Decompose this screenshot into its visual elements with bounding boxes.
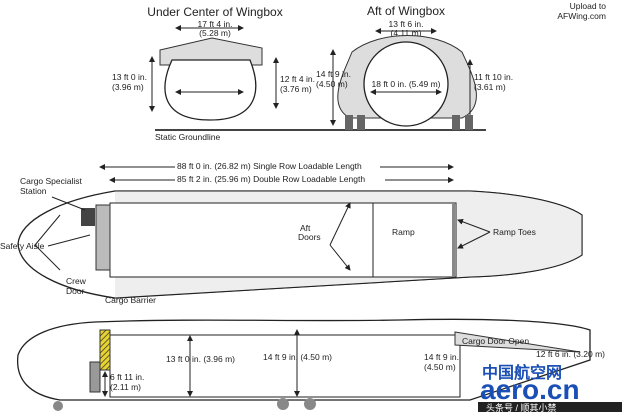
label-cargo-specialist: Station	[20, 186, 47, 196]
dim-text: (5.28 m)	[199, 28, 231, 38]
label-crew-door: Door	[66, 286, 85, 296]
section-title: Aft of Wingbox	[367, 4, 445, 18]
watermark-logo: aero.cn	[480, 374, 580, 405]
label-ramp: Ramp	[392, 227, 415, 237]
dim-text: 13 ft 0 in.	[112, 72, 147, 82]
label-safety-aisle: Safety Aisle	[0, 241, 45, 251]
watermark-cn: 中国航空网	[482, 363, 562, 382]
dim-text: (4.50 m)	[424, 362, 456, 372]
dim-text: 17 ft 4 in.	[198, 19, 233, 29]
upload-note-line1: Upload to	[570, 1, 607, 11]
section-title: Under Center of Wingbox	[147, 5, 282, 19]
label-cargo-door-open: Cargo Door Open	[462, 336, 529, 346]
upload-note-line2: AFWing.com	[557, 11, 606, 21]
dim-text: (3.96 m)	[112, 82, 144, 92]
dim-text: 14 ft 9 in. (4.50 m)	[263, 352, 332, 362]
dim-text: 13 ft 6 in.	[389, 19, 424, 29]
double-row-length: 85 ft 2 in. (25.96 m) Double Row Loadabl…	[177, 174, 365, 184]
watermark-sub: 头条号 / 顺其小禁	[486, 402, 557, 412]
label-cargo-barrier: Cargo Barrier	[105, 295, 156, 305]
groundline-label: Static Groundline	[155, 132, 220, 142]
dim-text: 13 ft 0 in. (3.96 m)	[166, 354, 235, 364]
section-under-wingbox: Under Center of Wingbox 17 ft 4 in. (5.2…	[112, 5, 486, 142]
label-aft-doors: Doors	[298, 232, 321, 242]
dim-text: 12 ft 6 in. (3.20 m)	[536, 349, 605, 359]
section-aft-wingbox: Aft of Wingbox 13 ft 6 in. (4.11 m) 18 f…	[316, 4, 513, 130]
label-cargo-specialist: Cargo Specialist	[20, 176, 83, 186]
label-crew-door: Crew	[66, 276, 87, 286]
dim-text: (3.61 m)	[474, 82, 506, 92]
dim-text: 6 ft 11 in.	[110, 372, 144, 382]
dim-text: 12 ft 4 in.	[280, 74, 315, 84]
plan-view: 88 ft 0 in. (26.82 m) Single Row Loadabl…	[0, 160, 583, 305]
dim-text: 18 ft 0 in. (5.49 m)	[372, 79, 441, 89]
dim-text: 11 ft 10 in.	[474, 72, 513, 82]
label-ramp-toes: Ramp Toes	[493, 227, 536, 237]
single-row-length: 88 ft 0 in. (26.82 m) Single Row Loadabl…	[177, 161, 362, 171]
dim-text: (3.76 m)	[280, 84, 312, 94]
dim-text: (2.11 m)	[110, 382, 141, 392]
dim-text: 14 ft 9 in.	[316, 69, 351, 79]
dim-text: 14 ft 9 in.	[424, 352, 459, 362]
watermark: 中国航空网 aero.cn 头条号 / 顺其小禁	[478, 363, 622, 412]
label-aft-doors: Aft	[300, 223, 311, 233]
side-view: 6 ft 11 in. (2.11 m) 13 ft 0 in. (3.96 m…	[17, 318, 605, 411]
dim-text: (4.50 m)	[316, 79, 348, 89]
